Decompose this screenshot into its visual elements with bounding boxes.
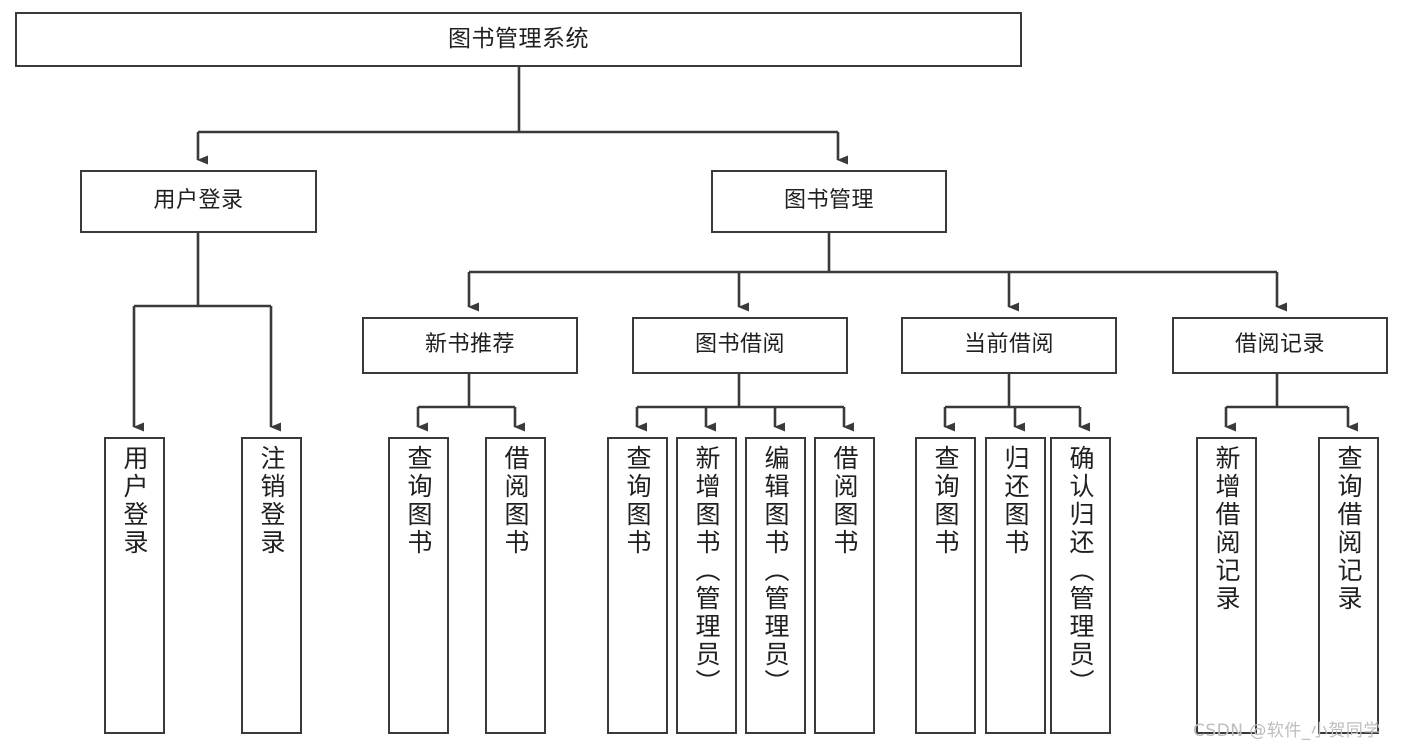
node-leaf-user-login-label: 用户登录 xyxy=(120,445,149,557)
node-leaf-borrow-book-2-label: 借阅图书 xyxy=(830,445,859,557)
node-current-borrow[interactable]: 当前借阅 xyxy=(901,317,1117,374)
node-book-borrow-label: 图书借阅 xyxy=(694,332,785,358)
node-user-login[interactable]: 用户登录 xyxy=(80,170,317,233)
node-leaf-borrow-book-2[interactable]: 借阅图书 xyxy=(814,437,875,734)
node-current-borrow-label: 当前借阅 xyxy=(963,332,1054,358)
node-borrow-record[interactable]: 借阅记录 xyxy=(1172,317,1388,374)
node-leaf-confirm-return-label: 确认归还（管理员） xyxy=(1066,445,1095,697)
node-root[interactable]: 图书管理系统 xyxy=(15,12,1022,67)
node-leaf-add-book[interactable]: 新增图书（管理员） xyxy=(676,437,737,734)
node-book-manage[interactable]: 图书管理 xyxy=(711,170,947,233)
node-leaf-return-book-label: 归还图书 xyxy=(1001,445,1030,557)
node-root-label: 图书管理系统 xyxy=(448,25,589,52)
node-leaf-user-login[interactable]: 用户登录 xyxy=(104,437,165,734)
node-leaf-query-book-2-label: 查询图书 xyxy=(623,445,652,557)
node-leaf-query-book-3-label: 查询图书 xyxy=(931,445,960,557)
node-leaf-edit-book-label: 编辑图书（管理员） xyxy=(761,445,790,697)
node-leaf-confirm-return[interactable]: 确认归还（管理员） xyxy=(1050,437,1111,734)
node-leaf-user-logout-label: 注销登录 xyxy=(257,445,286,557)
node-leaf-query-record-label: 查询借阅记录 xyxy=(1334,445,1363,613)
node-leaf-add-record[interactable]: 新增借阅记录 xyxy=(1196,437,1257,734)
node-leaf-user-logout[interactable]: 注销登录 xyxy=(241,437,302,734)
node-leaf-query-book-2[interactable]: 查询图书 xyxy=(607,437,668,734)
node-leaf-query-book-3[interactable]: 查询图书 xyxy=(915,437,976,734)
node-leaf-query-record[interactable]: 查询借阅记录 xyxy=(1318,437,1379,734)
node-borrow-record-label: 借阅记录 xyxy=(1234,332,1325,358)
node-leaf-add-record-label: 新增借阅记录 xyxy=(1212,445,1241,613)
node-new-book-recommend-label: 新书推荐 xyxy=(424,332,515,358)
node-new-book-recommend[interactable]: 新书推荐 xyxy=(362,317,578,374)
watermark: CSDN @软件_小贺同学 xyxy=(1193,721,1381,741)
node-leaf-borrow-book-1-label: 借阅图书 xyxy=(501,445,530,557)
node-leaf-add-book-label: 新增图书（管理员） xyxy=(692,445,721,697)
node-book-borrow[interactable]: 图书借阅 xyxy=(632,317,848,374)
node-leaf-edit-book[interactable]: 编辑图书（管理员） xyxy=(745,437,806,734)
node-user-login-label: 用户登录 xyxy=(153,188,244,214)
node-leaf-borrow-book-1[interactable]: 借阅图书 xyxy=(485,437,546,734)
node-book-manage-label: 图书管理 xyxy=(783,188,874,214)
node-leaf-query-book-1-label: 查询图书 xyxy=(404,445,433,557)
node-leaf-query-book-1[interactable]: 查询图书 xyxy=(388,437,449,734)
node-leaf-return-book[interactable]: 归还图书 xyxy=(985,437,1046,734)
